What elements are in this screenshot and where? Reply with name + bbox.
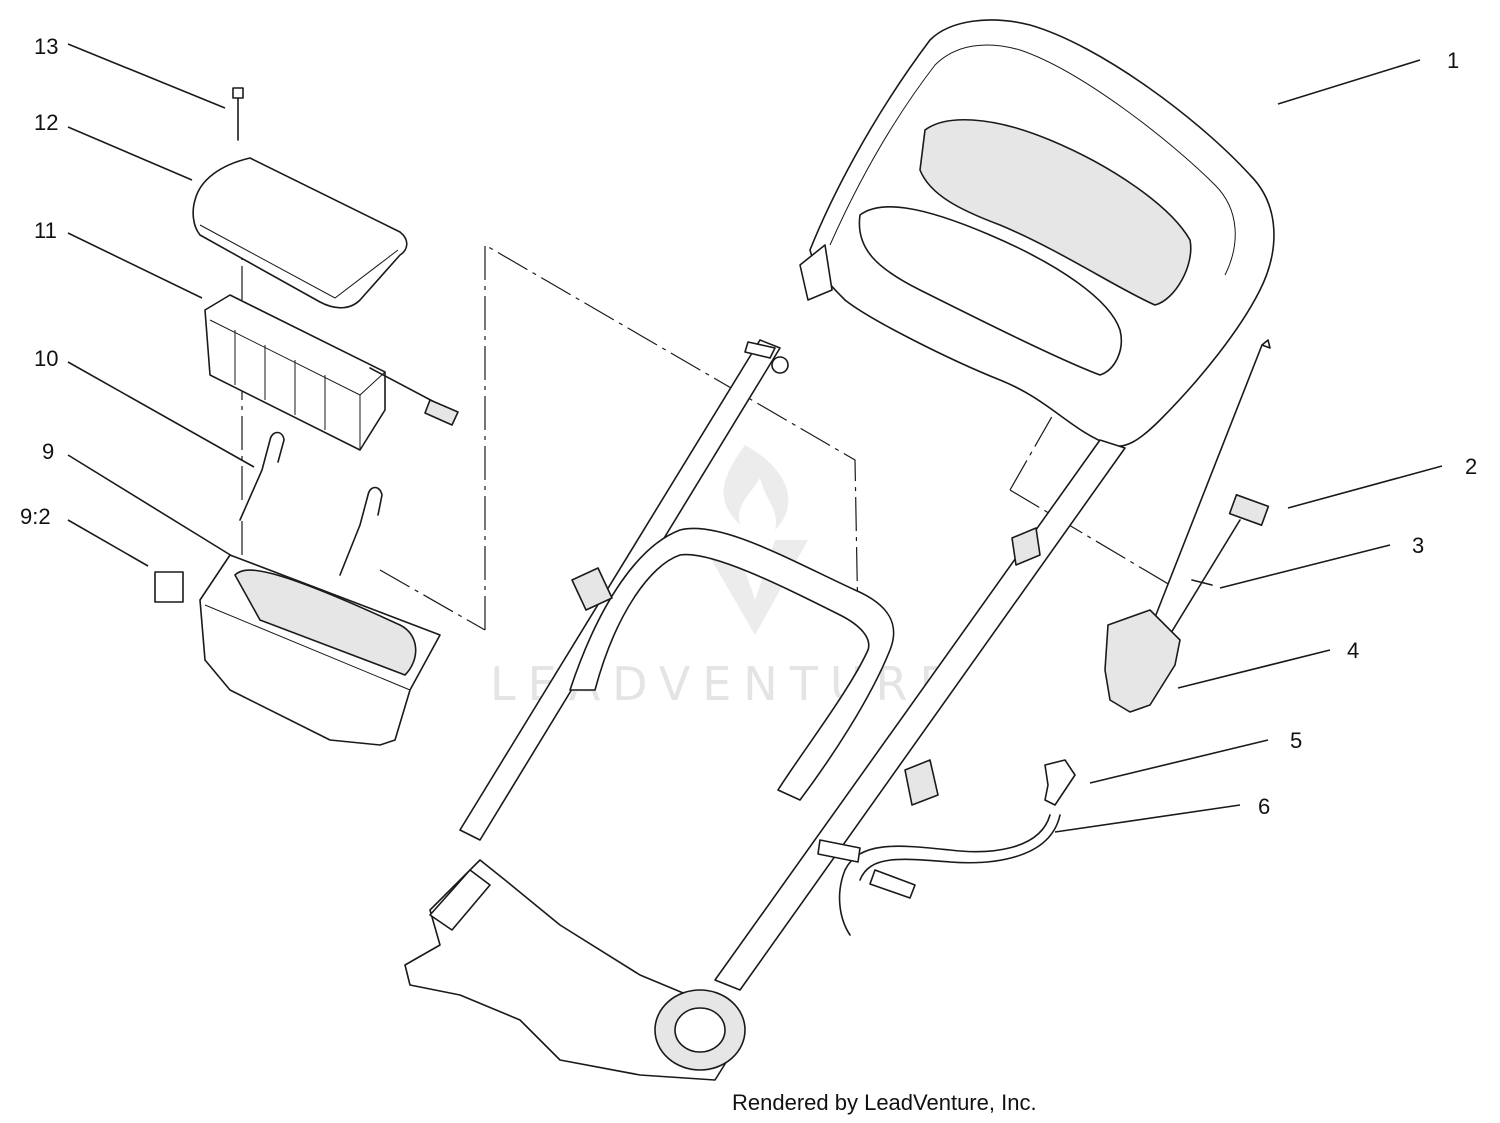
callout-5: 5 [1290,728,1302,753]
pin-1 [1149,344,1263,631]
handle-lower-loop [569,527,895,801]
battery-assembly [154,87,459,746]
knob-right-upper [1011,527,1041,566]
flame-logo-icon [723,445,789,530]
callout-labels: 1 2 3 4 5 6 9 9:2 10 11 12 13 [20,34,1477,819]
callout-2: 2 [1465,454,1477,479]
callout-11: 11 [34,218,57,243]
callout-1: 1 [1447,48,1459,73]
knob-right-lower [904,759,939,806]
callout-3: 3 [1412,533,1424,558]
switch-stack [1044,339,1271,806]
control-cable [838,814,1051,936]
credit-text: Rendered by LeadVenture, Inc. [732,1090,1037,1115]
key-2 [1228,493,1270,527]
label-9-2 [154,571,184,603]
washer-3 [1191,579,1213,586]
handle-assembly [404,19,1275,1081]
callout-10: 10 [34,346,58,371]
callout-9-2: 9:2 [20,504,51,529]
callout-4: 4 [1347,638,1359,663]
callout-6: 6 [1258,794,1270,819]
callout-13: 13 [34,34,58,59]
hold-down-rod-10 [239,431,285,521]
knob-left [571,567,613,611]
switch-housing-4 [1104,609,1181,713]
bolt-upper [771,356,789,374]
callout-9: 9 [42,439,54,464]
handle-grip [919,118,1192,306]
connector-5 [1044,759,1076,806]
callout-12: 12 [34,110,58,135]
leader-lines [67,43,1443,833]
battery-cover-12 [192,157,408,309]
